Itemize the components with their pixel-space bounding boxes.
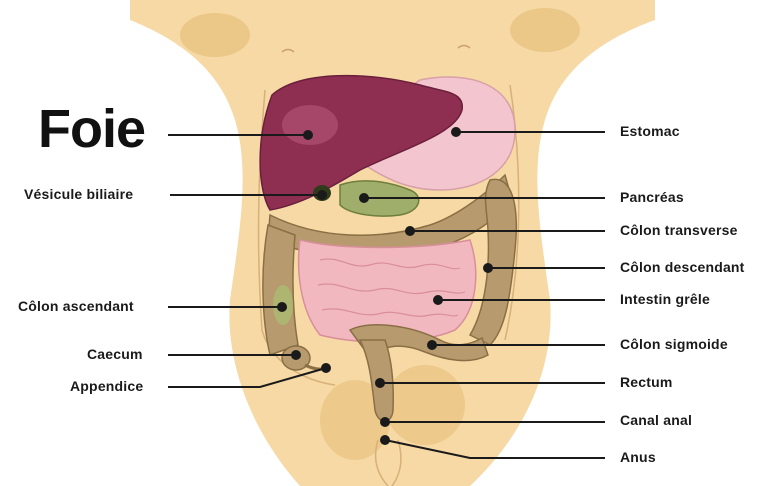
shoulder-shadow-right (510, 8, 580, 52)
dot-pancreas (360, 194, 368, 202)
label-intestin-grele: Intestin grêle (620, 291, 710, 307)
dot-rectum (376, 379, 384, 387)
dot-foie (304, 131, 312, 139)
label-colon-descendant: Côlon descendant (620, 259, 745, 275)
label-colon-ascendant: Côlon ascendant (18, 298, 134, 314)
dot-anus (381, 436, 389, 444)
dot-colon-descendant (484, 264, 492, 272)
label-colon-transverse: Côlon transverse (620, 222, 738, 238)
dot-intestin-grele (434, 296, 442, 304)
shoulder-shadow-left (180, 13, 250, 57)
label-anus: Anus (620, 449, 656, 465)
label-estomac: Estomac (620, 123, 680, 139)
dot-caecum (292, 351, 300, 359)
label-canal-anal: Canal anal (620, 412, 692, 428)
label-appendice: Appendice (70, 378, 143, 394)
label-vesicule-biliaire: Vésicule biliaire (24, 186, 133, 202)
dot-colon-transverse (406, 227, 414, 235)
dot-appendice (322, 364, 330, 372)
label-rectum: Rectum (620, 374, 673, 390)
dot-canal-anal (381, 418, 389, 426)
label-caecum: Caecum (87, 346, 143, 362)
dot-estomac (452, 128, 460, 136)
dot-vesicule (318, 191, 326, 199)
label-pancreas: Pancréas (620, 189, 684, 205)
label-foie: Foie (38, 98, 145, 160)
hip-shadow-right (385, 365, 465, 445)
dot-colon-ascendant (278, 303, 286, 311)
dot-colon-sigmoide (428, 341, 436, 349)
label-colon-sigmoide: Côlon sigmoide (620, 336, 728, 352)
